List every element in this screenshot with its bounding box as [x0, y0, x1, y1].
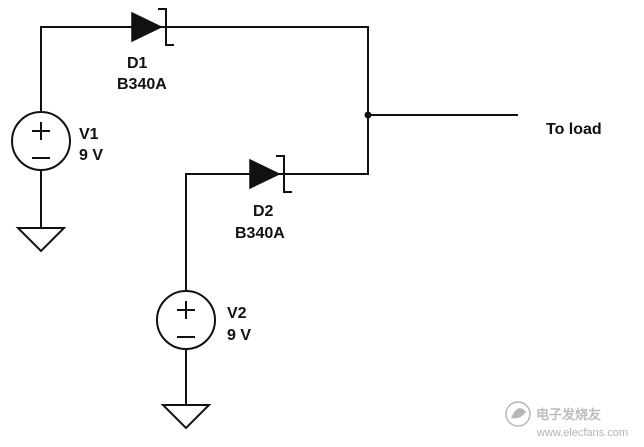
voltage-source-v2 — [156, 290, 216, 350]
d2-ref-label: D2 — [253, 203, 274, 220]
wire-d1-to-node — [162, 26, 369, 116]
watermark-url: www.elecfans.com — [536, 427, 628, 439]
voltage-source-v1 — [11, 111, 71, 171]
v1-value-label: 9 V — [79, 147, 103, 164]
junction-dot — [364, 111, 372, 119]
diode-d2 — [249, 155, 292, 193]
v2-value-label: 9 V — [227, 327, 251, 344]
ground-icon — [160, 404, 212, 430]
v2-ref-label: V2 — [227, 305, 247, 322]
d1-part-label: B340A — [117, 76, 167, 93]
wire-v1-top — [40, 26, 133, 113]
v1-ref-label: V1 — [79, 126, 99, 143]
wire-d2-to-node — [280, 114, 369, 175]
watermark-name: 电子发烧友 — [536, 407, 601, 422]
d2-part-label: B340A — [235, 225, 285, 242]
output-label: To load — [546, 121, 602, 138]
watermark: 电子发烧友 www.elecfans.com — [505, 401, 628, 439]
diode-d1 — [131, 8, 174, 46]
wire-v2-top — [185, 173, 251, 291]
d1-ref-label: D1 — [127, 55, 148, 72]
ground-icon — [15, 227, 67, 253]
watermark-logo-icon — [505, 401, 531, 427]
